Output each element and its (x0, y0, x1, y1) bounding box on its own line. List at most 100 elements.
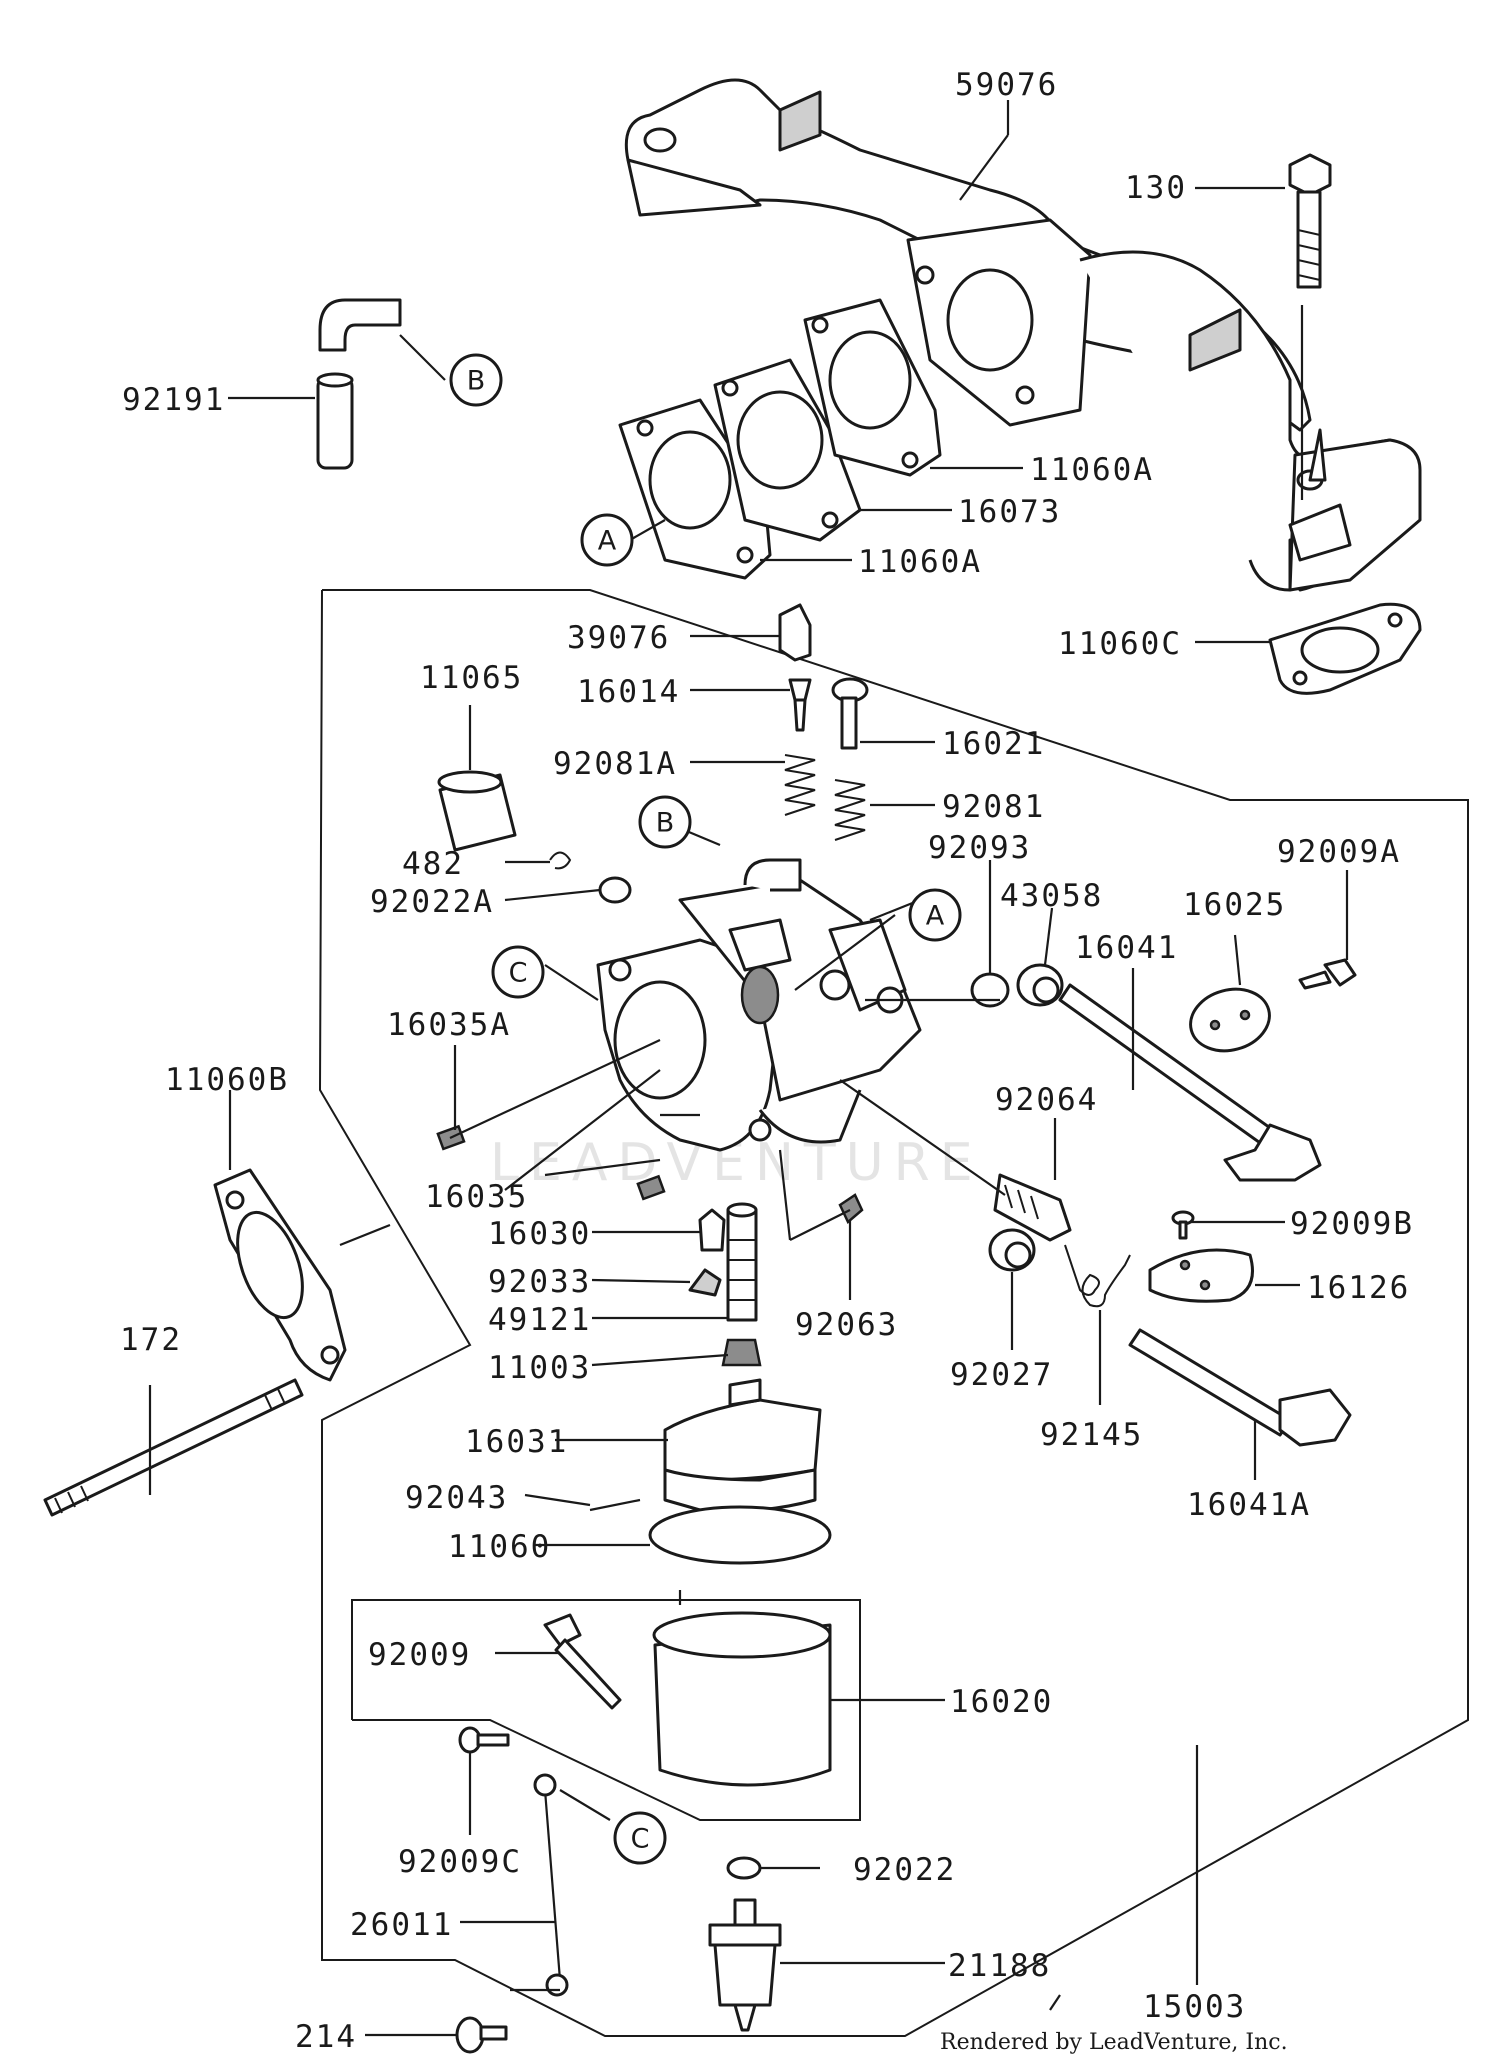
callout-c-carb: C (491, 945, 545, 999)
svg-text:C: C (631, 1824, 650, 1855)
label-43058: 43058 (1000, 878, 1103, 914)
screw-92009A (1298, 958, 1357, 990)
label-16020: 16020 (950, 1684, 1053, 1720)
spring-92081A (784, 754, 816, 816)
emulsion-tube-49121 (726, 1202, 758, 1322)
seal-92027 (988, 1228, 1036, 1272)
bowl-group-frame (351, 1599, 861, 1821)
washer-92022 (726, 1856, 762, 1880)
clip-92033 (688, 1268, 722, 1297)
valve-16126 (1148, 1248, 1254, 1303)
valve-16025 (1189, 987, 1271, 1053)
leader-lines (148, 100, 1349, 2037)
bolt-130 (1288, 153, 1332, 289)
label-16030: 16030 (488, 1216, 591, 1252)
label-16025: 16025 (1183, 887, 1286, 923)
seal-43058 (1016, 963, 1064, 1007)
label-92027: 92027 (950, 1357, 1053, 1393)
label-92043: 92043 (405, 1480, 508, 1516)
callout-a-carb: A (908, 888, 962, 942)
label-92064: 92064 (995, 1082, 1098, 1118)
shaft-16041 (1058, 983, 1322, 1182)
label-92022a: 92022A (370, 884, 494, 920)
label-92081: 92081 (942, 789, 1045, 825)
pin-92043 (589, 1498, 641, 1512)
clip-482 (549, 851, 572, 870)
label-49121: 49121 (488, 1302, 591, 1338)
label-16035a: 16035A (387, 1007, 511, 1043)
washer-92022A (598, 876, 632, 904)
svg-text:B: B (467, 366, 486, 397)
label-92009: 92009 (368, 1637, 471, 1673)
part-labels: 59076 130 92191 11060A 16073 11060A 1106… (120, 67, 1414, 2055)
label-16031: 16031 (465, 1424, 568, 1460)
label-92191: 92191 (122, 382, 225, 418)
label-11060b: 11060B (165, 1062, 289, 1098)
label-16041: 16041 (1075, 930, 1178, 966)
label-92009b: 92009B (1290, 1206, 1414, 1242)
label-214: 214 (295, 2019, 357, 2055)
label-11060: 11060 (448, 1529, 551, 1565)
gasket-11060 (648, 1505, 832, 1565)
callout-c-rod: C (613, 1811, 667, 1865)
plug-16035 (636, 1174, 666, 1201)
gasket-11060A-right (803, 298, 942, 477)
label-172: 172 (120, 1322, 182, 1358)
float-bowl-16020 (652, 1611, 832, 1787)
label-11060a-upper: 11060A (1030, 452, 1154, 488)
label-16126: 16126 (1307, 1270, 1410, 1306)
label-92063: 92063 (795, 1307, 898, 1343)
label-92093: 92093 (928, 830, 1031, 866)
label-92022: 92022 (853, 1852, 956, 1888)
intake-manifold (624, 78, 1422, 592)
fuel-hose (316, 298, 402, 470)
screw-16021 (831, 677, 869, 750)
label-11060c: 11060C (1058, 626, 1182, 662)
svg-text:C: C (509, 958, 528, 989)
label-92033: 92033 (488, 1264, 591, 1300)
jet-92063 (838, 1193, 864, 1225)
svg-text:A: A (598, 526, 617, 557)
label-15003: 15003 (1143, 1989, 1246, 2025)
label-16014: 16014 (577, 674, 680, 710)
label-21188: 21188 (948, 1948, 1051, 1984)
label-130: 130 (1125, 170, 1187, 206)
label-482: 482 (402, 846, 464, 882)
label-26011: 26011 (350, 1907, 453, 1943)
spring-92081 (834, 779, 866, 841)
svg-text:A: A (926, 901, 945, 932)
screw-16014 (788, 678, 812, 732)
shaft-16041A (1128, 1328, 1352, 1447)
label-16041a: 16041A (1187, 1487, 1311, 1523)
callout-b-carb: B (638, 795, 692, 849)
stud-172 (43, 1378, 304, 1517)
label-92081a: 92081A (553, 746, 677, 782)
label-39076: 39076 (567, 620, 670, 656)
callout-a-gasket: A (580, 513, 634, 567)
screw-92009 (543, 1613, 622, 1710)
assembly-boundary (318, 589, 1469, 2037)
callout-b-hose: B (449, 353, 503, 407)
svg-text:B: B (656, 808, 675, 839)
carburetor-body (596, 858, 922, 1152)
screw-92009C (458, 1726, 510, 1754)
rod-26011 (533, 1773, 569, 1997)
label-92145: 92145 (1040, 1417, 1143, 1453)
oring-92093 (970, 972, 1010, 1008)
gasket-11060A-left (618, 398, 772, 580)
spring-92145 (1064, 1244, 1131, 1308)
label-92009a: 92009A (1277, 834, 1401, 870)
screw-92009B (1171, 1210, 1195, 1240)
jet-16030 (698, 1208, 726, 1252)
drain-valve-21188 (708, 1898, 782, 2032)
collar-11065 (437, 770, 517, 852)
label-92009c: 92009C (398, 1844, 522, 1880)
label-11060a-lower: 11060A (858, 544, 982, 580)
screw-92064 (993, 1173, 1072, 1242)
label-11003: 11003 (488, 1350, 591, 1386)
gasket-11060C (1268, 602, 1422, 695)
cap-39076 (778, 603, 812, 662)
float-16031 (663, 1378, 822, 1513)
gasket-11060B (213, 1168, 347, 1382)
